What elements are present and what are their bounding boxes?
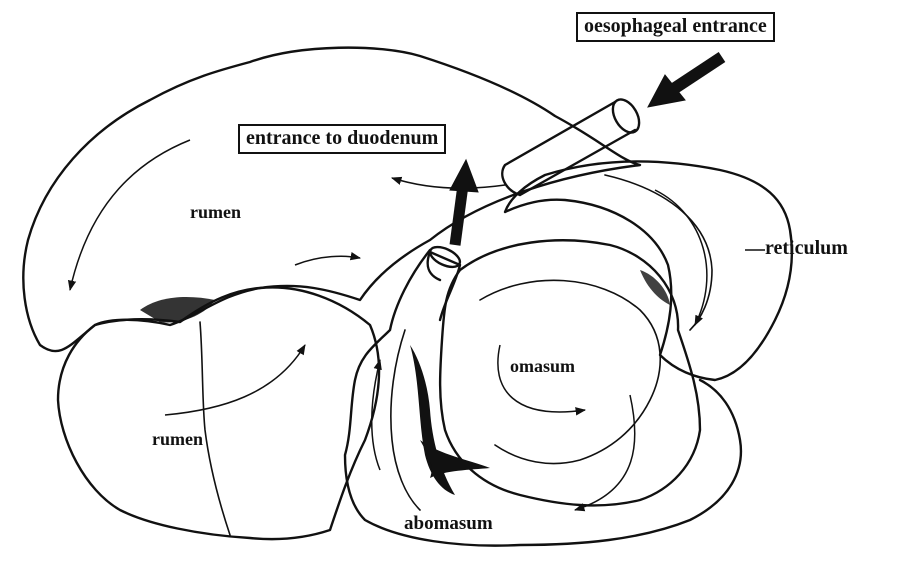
flow-arrow-rumen-lower: [165, 345, 305, 415]
duodenum-tube: [428, 252, 460, 320]
reticulum-inner-line: [605, 175, 712, 330]
bold-arrows: [450, 57, 722, 245]
rumen-fold-line: [200, 322, 230, 535]
flow-arrow-top: [392, 178, 505, 188]
flow-arrow-abomasum-bottom: [575, 395, 635, 510]
flow-arrow-rumen-upper: [70, 140, 190, 290]
flow-arrow-rumen-mid: [295, 256, 360, 265]
oesophagus-opening: [607, 95, 644, 137]
oesophageal-entrance-label: oesophageal entrance: [576, 12, 775, 42]
rumen-upper-label: rumen: [190, 203, 241, 221]
reticulum-outline: [505, 162, 792, 380]
reticulum-label: reticulum: [765, 238, 848, 258]
omasum-label: omasum: [510, 357, 575, 375]
rumen-lower-outline: [58, 287, 379, 539]
entrance-to-duodenum-label: entrance to duodenum: [238, 124, 446, 154]
duodenum-opening: [427, 243, 463, 271]
abomasum-label: abomasum: [404, 514, 493, 533]
bold-arrow-duodenum-shaft: [455, 185, 463, 245]
bold-arrow-duodenum-head: [450, 160, 478, 192]
pillar-shading: [140, 270, 670, 495]
bold-arrow-oesophageal-shaft: [672, 57, 722, 90]
rumen-lower-label: rumen: [152, 430, 203, 448]
